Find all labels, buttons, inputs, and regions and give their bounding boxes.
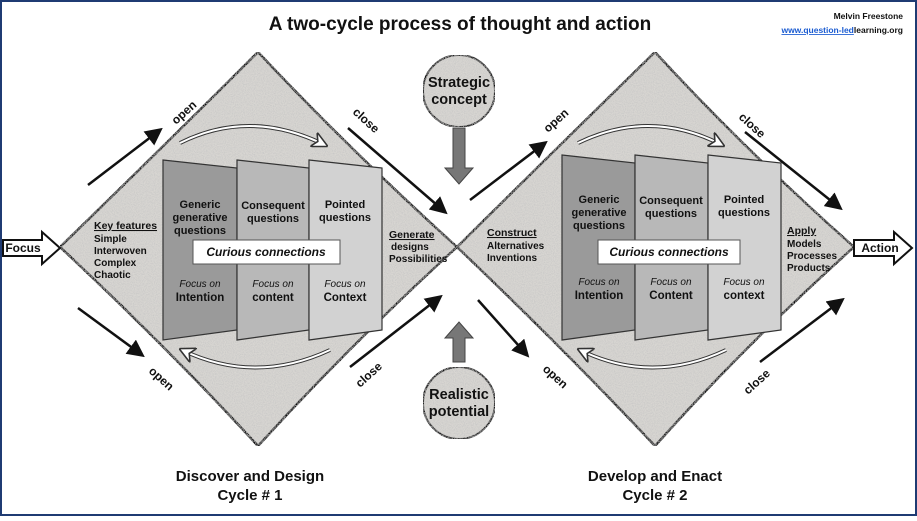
cycle1-group: Generic generative questions Consequent … — [94, 124, 448, 504]
c2-close-bottom-arrow — [759, 297, 845, 363]
action-exit-arrow: Action — [853, 229, 914, 267]
c2-close-bottom-label: close — [741, 366, 773, 397]
realistic-potential-node: Realistic potential — [422, 366, 496, 440]
c2-pointed-title-2: questions — [718, 207, 770, 219]
c1-panel-pointed — [308, 159, 383, 341]
c1-open-top-arrow — [87, 127, 163, 186]
c2-curious-label: Curious connections — [609, 245, 729, 259]
strategic-concept-node: Strategic concept — [422, 54, 496, 128]
c2-open-bottom-arrow — [477, 299, 530, 358]
credit-url-rest: learning.org — [854, 25, 903, 35]
c2-cycle-name: Develop and Enact — [588, 468, 722, 485]
c1-consequent-target: content — [252, 292, 294, 304]
c1-left-item-2: Complex — [94, 258, 137, 269]
c2-cycle-number: Cycle # 2 — [622, 487, 687, 504]
c2-pointed-focus: Focus on — [723, 277, 765, 288]
focus-entry-arrow: Focus — [2, 229, 62, 267]
c2-panel-pointed — [707, 154, 782, 341]
c1-open-bottom-label: open — [146, 364, 177, 394]
c2-generic-focus: Focus on — [578, 277, 620, 288]
c1-consequent-title-1: Consequent — [241, 200, 305, 212]
c2-consequent-title-1: Consequent — [639, 195, 703, 207]
c1-cycle-number: Cycle # 1 — [217, 487, 282, 504]
c1-generic-title-1: Generic — [180, 199, 221, 211]
c2-right-heading: Apply — [787, 225, 816, 237]
c2-generic-target: Intention — [575, 290, 624, 302]
c1-close-top-arrow — [347, 127, 448, 215]
flow-arrows — [77, 127, 845, 368]
c2-open-top-label: open — [541, 106, 572, 136]
credit-author: Melvin Freestone — [834, 11, 904, 21]
c2-open-bottom-label: open — [540, 362, 571, 392]
c1-consequent-focus: Focus on — [252, 279, 294, 290]
c2-consequent-title-2: questions — [645, 208, 697, 220]
c1-curious-label: Curious connections — [206, 245, 326, 259]
realistic-up-arrow — [443, 321, 475, 363]
c2-curious-box — [597, 239, 741, 265]
realistic-line1: Realistic — [429, 387, 489, 403]
c2-right-item-2: Products — [787, 263, 831, 274]
credit-url: www.question-ledlearning.org — [780, 25, 903, 35]
strategic-line1: Strategic — [428, 75, 490, 91]
strategic-line2: concept — [431, 92, 487, 108]
c1-consequent-title-2: questions — [247, 213, 299, 225]
c2-right-item-0: Models — [787, 239, 822, 250]
c1-left-item-3: Chaotic — [94, 270, 131, 281]
c1-pointed-focus: Focus on — [324, 279, 366, 290]
realistic-line2: potential — [429, 404, 489, 420]
c2-pointed-target: context — [724, 290, 765, 302]
c2-pointed-title-1: Pointed — [724, 194, 764, 206]
c1-right-item-1: Possibilities — [389, 254, 448, 265]
c2-left-item-1: Inventions — [487, 253, 537, 264]
c1-pointed-title-2: questions — [319, 212, 371, 224]
c1-right-heading: Generate — [389, 229, 435, 241]
c2-generic-title-1: Generic — [579, 194, 620, 206]
c2-consequent-focus: Focus on — [650, 277, 692, 288]
c1-curious-box — [192, 239, 341, 265]
c2-close-top-arrow — [744, 131, 843, 211]
c1-cycle-name: Discover and Design — [176, 468, 324, 485]
c1-generic-target: Intention — [176, 292, 225, 304]
c1-open-bottom-arrow — [77, 306, 145, 358]
strategic-down-arrow — [443, 127, 475, 185]
credit-url-link[interactable]: www.question-led — [780, 25, 853, 35]
cycle2-group: Generic generative questions Consequent … — [487, 124, 837, 504]
c1-generic-title-3: questions — [174, 225, 226, 237]
c2-left-item-0: Alternatives — [487, 241, 545, 252]
page-title: A two-cycle process of thought and actio… — [269, 14, 652, 35]
c1-pointed-title-1: Pointed — [325, 199, 365, 211]
action-label: Action — [861, 241, 898, 255]
c1-close-bottom-label: close — [353, 359, 385, 390]
c1-generic-title-2: generative — [172, 212, 227, 224]
c1-left-heading: Key features — [94, 220, 157, 232]
c1-left-item-1: Interwoven — [94, 246, 147, 257]
c1-close-top-label: close — [350, 105, 382, 136]
c2-open-top-arrow — [469, 140, 548, 201]
c1-pointed-target: Context — [324, 292, 367, 304]
c1-left-item-0: Simple — [94, 234, 127, 245]
c1-close-bottom-arrow — [349, 294, 443, 368]
c2-consequent-target: Content — [649, 290, 693, 302]
c1-right-item-0: designs — [391, 242, 429, 253]
c2-generic-title-2: generative — [571, 207, 626, 219]
c1-generic-focus: Focus on — [179, 279, 221, 290]
c2-right-item-1: Processes — [787, 251, 837, 262]
c2-left-heading: Construct — [487, 227, 537, 239]
focus-label: Focus — [5, 241, 41, 255]
c2-generic-title-3: questions — [573, 220, 625, 232]
